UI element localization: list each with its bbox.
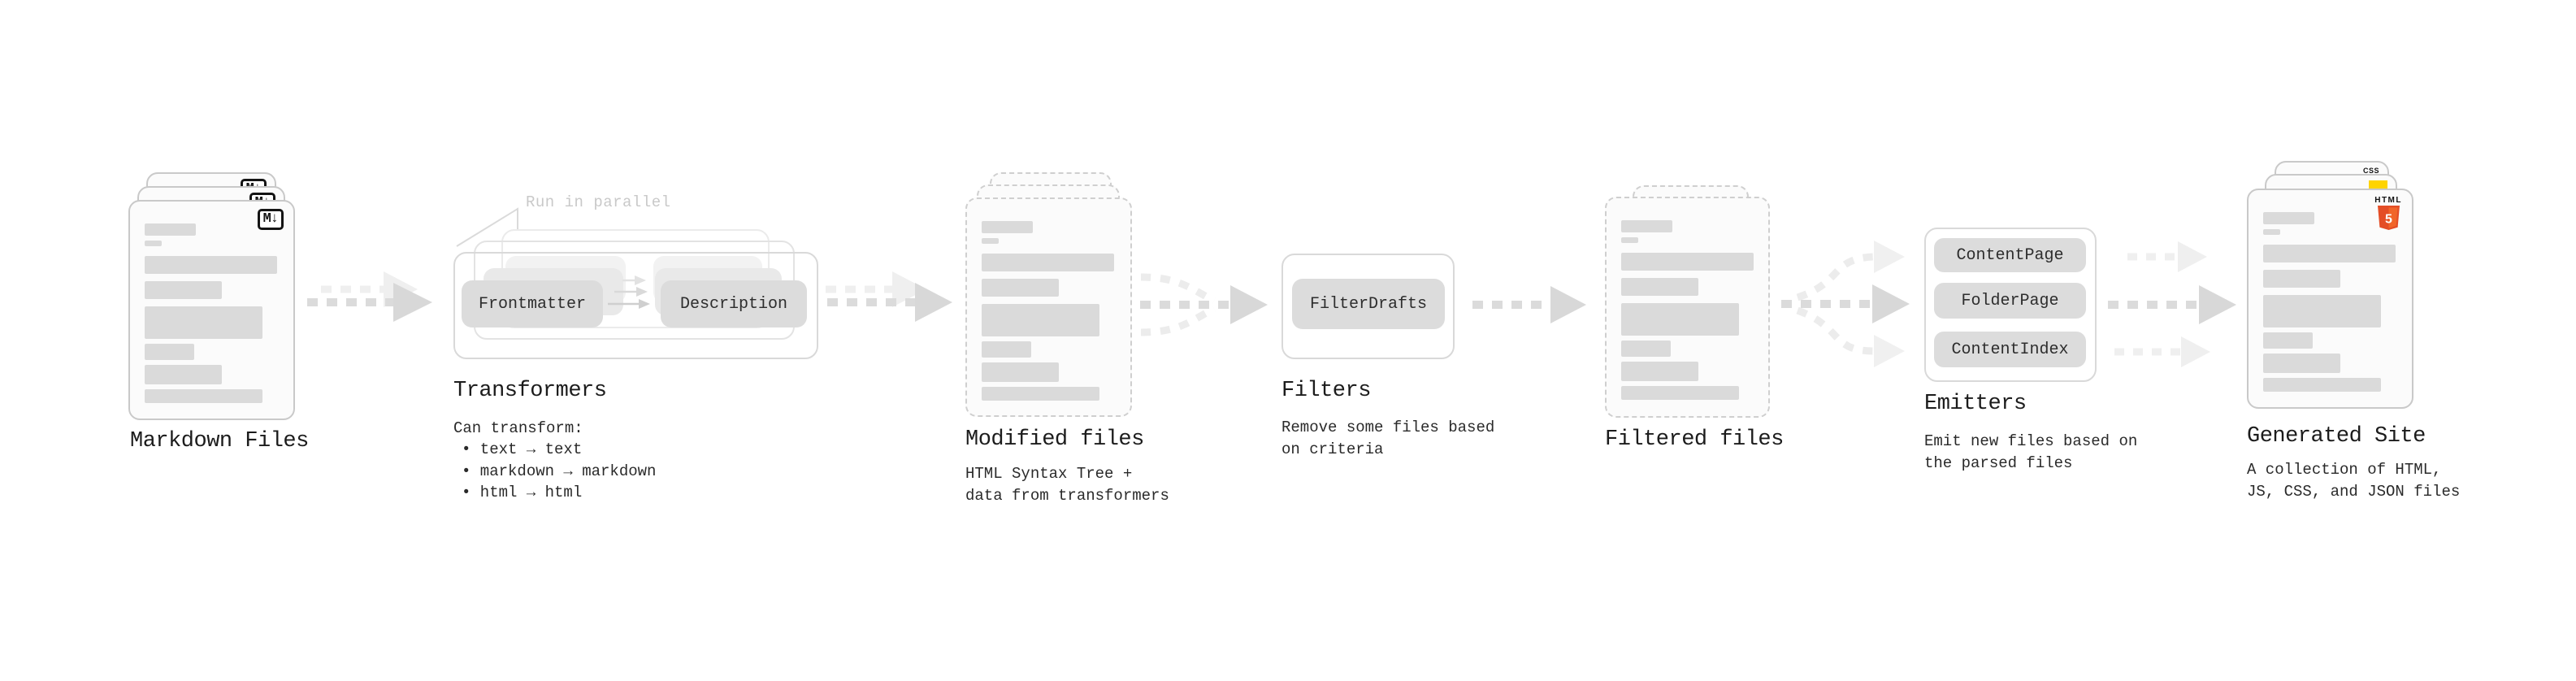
frontmatter-pill: Frontmatter bbox=[462, 280, 603, 327]
stage-title-filters: Filters bbox=[1281, 379, 1371, 403]
transformers-bullet-list: • text → text • markdown → markdown • ht… bbox=[462, 439, 656, 504]
html5-file-icon: HTML 5 bbox=[2374, 196, 2402, 230]
emitters-sublabel: Emit new files based on the parsed files bbox=[1924, 432, 2138, 472]
folderpage-pill: FolderPage bbox=[1934, 283, 2086, 319]
generated-file-card-html: HTML 5 bbox=[2247, 189, 2413, 409]
arrow-filtered-to-emitters bbox=[1781, 241, 1910, 367]
markdown-icon: M↓ bbox=[257, 209, 284, 230]
filterdrafts-pill: FilterDrafts bbox=[1292, 279, 1445, 329]
run-in-parallel-annotation: Run in parallel bbox=[526, 193, 671, 211]
generated-site-sublabel: A collection of HTML, JS, CSS, and JSON … bbox=[2247, 461, 2461, 501]
arrow-emitters-to-generated bbox=[2108, 241, 2236, 367]
arrow-transformers-to-modified bbox=[826, 271, 952, 322]
contentpage-pill: ContentPage bbox=[1934, 238, 2086, 272]
arrow-markdown-to-transformers bbox=[307, 271, 432, 322]
document-text-placeholder bbox=[145, 223, 277, 403]
filters-sublabel: Remove some files based on criteria bbox=[1281, 419, 1495, 458]
modified-file-card-front bbox=[965, 197, 1132, 417]
bullet-item: • markdown → markdown bbox=[462, 462, 657, 480]
stage-title-modified-files: Modified files bbox=[965, 427, 1144, 452]
transformer-frame-front bbox=[453, 252, 818, 359]
stage-title-transformers: Transformers bbox=[453, 379, 607, 403]
document-text-placeholder bbox=[982, 221, 1114, 401]
svg-text:5: 5 bbox=[2385, 213, 2392, 227]
html5-shield-icon: 5 bbox=[2377, 206, 2400, 230]
js-file-icon bbox=[2369, 180, 2387, 190]
description-pill: Description bbox=[661, 280, 807, 327]
contentindex-pill: ContentIndex bbox=[1934, 332, 2086, 367]
stage-title-generated-site: Generated Site bbox=[2247, 424, 2426, 449]
filtered-file-card-front bbox=[1605, 197, 1770, 418]
arrow-modified-to-filters bbox=[1140, 273, 1268, 336]
html5-icon-word: HTML bbox=[2374, 196, 2402, 205]
document-text-placeholder bbox=[2263, 212, 2396, 392]
modified-files-sublabel: HTML Syntax Tree + data from transformer… bbox=[965, 465, 1169, 505]
document-text-placeholder bbox=[1621, 220, 1754, 400]
bullet-item: • html → html bbox=[462, 484, 583, 501]
bullet-item: • text → text bbox=[462, 440, 583, 458]
arrow-filters-to-filtered bbox=[1472, 286, 1586, 323]
stage-title-filtered-files: Filtered files bbox=[1605, 427, 1784, 452]
transformers-description-title: Can transform: bbox=[453, 419, 583, 437]
stage-title-emitters: Emitters bbox=[1924, 392, 2027, 416]
stage-title-markdown-files: Markdown Files bbox=[130, 429, 309, 453]
markdown-file-card-front: M↓ bbox=[128, 200, 295, 420]
